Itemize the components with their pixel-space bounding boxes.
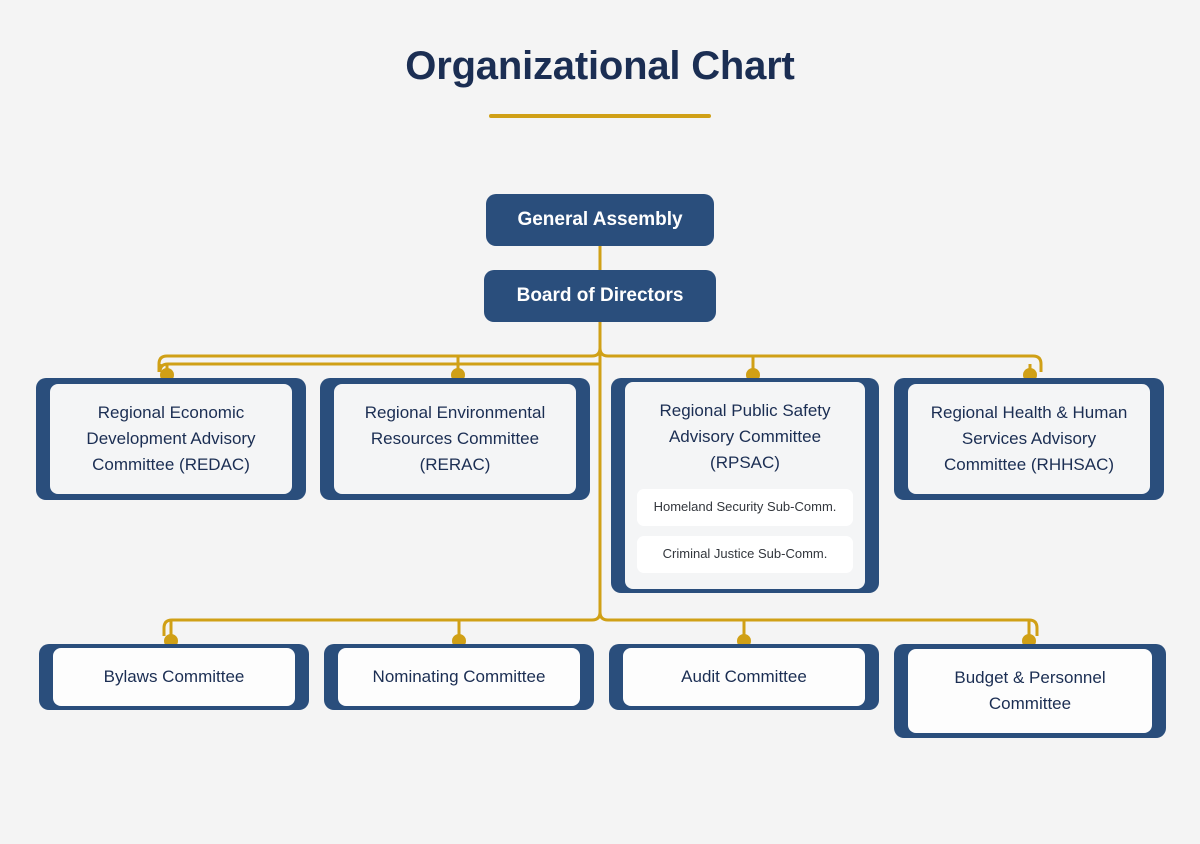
node-bylaws-label: Bylaws Committee (103, 667, 245, 687)
node-general-assembly[interactable]: General Assembly (486, 194, 714, 246)
node-rhhsac-label: Regional Health & Human Services Advisor… (930, 403, 1128, 474)
edge-bus-upper-right-corner (1032, 354, 1043, 372)
node-general-assembly-label: General Assembly (517, 209, 683, 230)
node-nominating-card: Nominating Committee (338, 648, 580, 706)
page-title: Organizational Chart (405, 44, 795, 88)
node-rhhsac-card: Regional Health & Human Services Advisor… (908, 384, 1150, 494)
node-rerac-label: Regional Environmental Resources Committ… (364, 403, 546, 474)
node-nominating-label: Nominating Committee (372, 667, 546, 687)
node-bylaws-card: Bylaws Committee (53, 648, 295, 706)
node-redac-label: Regional Economic Development Advisory C… (86, 403, 256, 474)
node-rpsac-card: Regional Public Safety Advisory Committe… (625, 381, 865, 590)
node-rpsac[interactable]: Regional Public Safety Advisory Committe… (611, 378, 879, 593)
node-budget-label: Budget & Personnel Committee (954, 668, 1106, 713)
node-rerac[interactable]: Regional Environmental Resources Committ… (320, 378, 590, 500)
title-underline-rule (489, 114, 711, 118)
edge-junction-upper-right (598, 347, 609, 358)
node-board-of-directors[interactable]: Board of Directors (484, 270, 716, 322)
title-block: Organizational Chart (0, 44, 1200, 118)
node-rhhsac[interactable]: Regional Health & Human Services Advisor… (894, 378, 1164, 500)
subcommittee-homeland-security[interactable]: Homeland Security Sub-Comm. (637, 489, 853, 527)
edge-bus-lower-right-corner (1028, 618, 1039, 636)
node-rerac-card: Regional Environmental Resources Committ… (334, 384, 576, 494)
node-audit-label: Audit Committee (681, 667, 807, 687)
edge-bus-upper-left-corner (157, 354, 168, 372)
edge-junction-lower-right (598, 611, 609, 622)
node-audit-committee[interactable]: Audit Committee (609, 644, 879, 710)
node-budget-personnel-committee[interactable]: Budget & Personnel Committee (894, 644, 1166, 738)
node-redac-card: Regional Economic Development Advisory C… (50, 384, 292, 494)
node-bylaws-committee[interactable]: Bylaws Committee (39, 644, 309, 710)
node-rpsac-label: Regional Public Safety Advisory Committe… (659, 400, 831, 472)
node-nominating-committee[interactable]: Nominating Committee (324, 644, 594, 710)
subcommittee-criminal-justice[interactable]: Criminal Justice Sub-Comm. (637, 536, 853, 574)
node-audit-card: Audit Committee (623, 648, 865, 706)
node-redac[interactable]: Regional Economic Development Advisory C… (36, 378, 306, 500)
node-board-of-directors-label: Board of Directors (516, 285, 684, 306)
node-budget-card: Budget & Personnel Committee (908, 649, 1152, 733)
node-rpsac-subcommittee-list: Homeland Security Sub-Comm. Criminal Jus… (637, 489, 853, 574)
